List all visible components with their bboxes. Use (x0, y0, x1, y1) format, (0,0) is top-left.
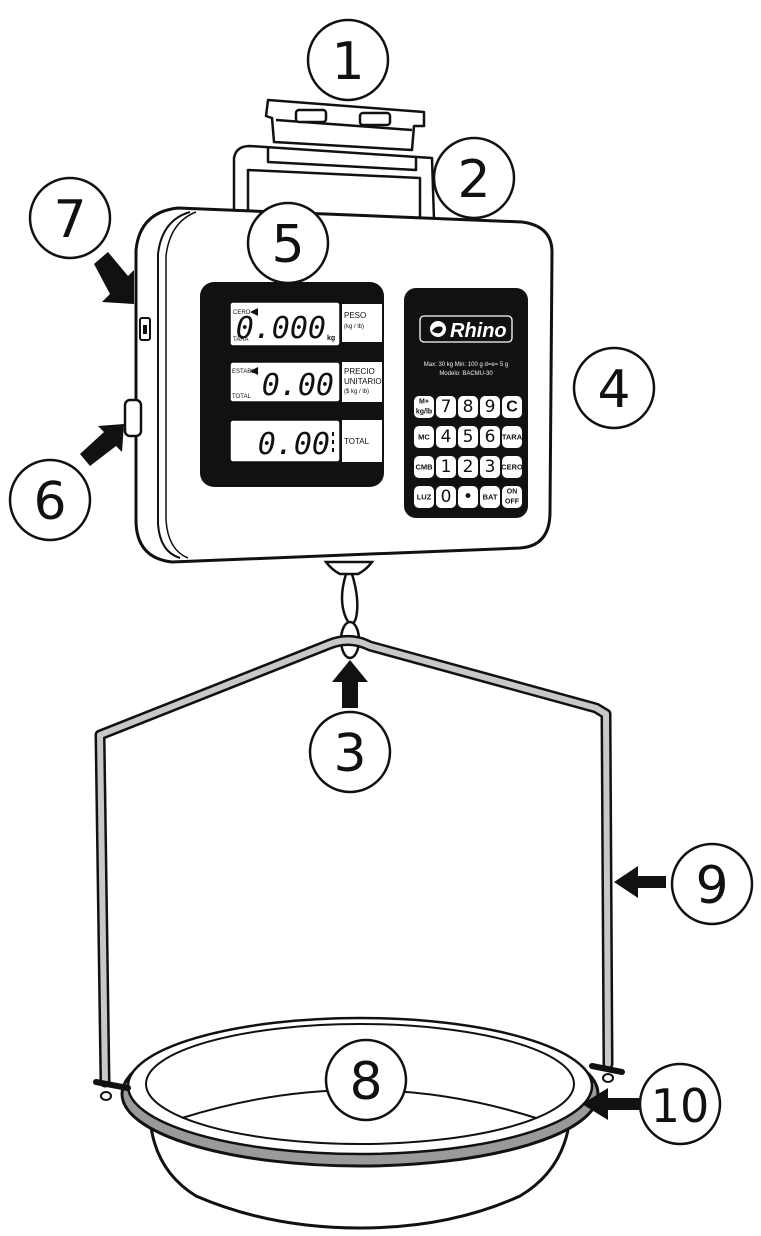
key-label-row1-2: 8 (463, 397, 474, 417)
key-label-row3-3: 3 (485, 457, 496, 477)
brand-name: Rhino (450, 320, 507, 342)
key-label-row3-0: CMB (415, 463, 433, 472)
arrow-7-icon (94, 252, 134, 304)
key-row3-4[interactable] (502, 456, 522, 478)
total-indicator: TOTAL (232, 394, 251, 400)
svg-text:9: 9 (695, 856, 728, 916)
indicator-arrow (250, 308, 258, 316)
tara-indicator: TARA (233, 337, 249, 343)
key-label-row2-4: TARA (502, 433, 523, 442)
key-label-row4-3: BAT (483, 493, 498, 502)
estable-indicator: ESTABLE (232, 369, 259, 375)
key-row3-1[interactable] (436, 456, 456, 478)
key-label-row3-1: 1 (441, 457, 452, 477)
key-row4-1[interactable] (436, 486, 456, 508)
weight-unit: kg (327, 335, 335, 342)
key-row2-3[interactable] (480, 426, 500, 448)
display-panel: CERO TARA 0.000 kg PESO (kg / lb) ESTABL… (200, 282, 384, 487)
svg-text:10: 10 (651, 1079, 710, 1133)
key-row2-1[interactable] (436, 426, 456, 448)
price-label-units: ($ kg / lb) (344, 389, 369, 395)
weight-label-units: (kg / lb) (344, 324, 364, 330)
hanger-rod (94, 635, 614, 1088)
key-label-row1-1: 7 (441, 397, 452, 417)
key-row4-0[interactable] (414, 486, 434, 508)
callout-5: 5 (246, 201, 330, 285)
callout-1: 1 (306, 18, 390, 102)
brand-badge (419, 315, 513, 343)
total-label: TOTAL (344, 437, 370, 446)
key-label-row1-0-1: kg/lb (416, 409, 432, 416)
callout-8: 8 (324, 1038, 408, 1122)
key-row1-3[interactable] (480, 396, 500, 418)
key-row1-1[interactable] (436, 396, 456, 418)
svg-text:8: 8 (349, 1052, 382, 1112)
key-row3-3[interactable] (480, 456, 500, 478)
keypad-panel: Rhino Max: 30 kg Min: 100 g d=e= 5 g Mod… (404, 288, 528, 518)
total-value: 0.00 (258, 427, 330, 462)
key-row4-4[interactable] (502, 486, 522, 508)
svg-text:7: 7 (53, 190, 86, 250)
svg-text:2: 2 (457, 150, 490, 210)
key-label-row4-2: • (463, 487, 473, 507)
key-row4-3[interactable] (480, 486, 500, 508)
svg-text:1: 1 (331, 32, 364, 92)
callout-9: 9 (670, 842, 754, 926)
price-label: PRECIO (344, 367, 375, 376)
key-label-row4-4-0: ON (507, 489, 518, 496)
key-row2-4[interactable] (502, 426, 522, 448)
callout-6: 6 (8, 458, 92, 542)
weight-label: PESO (344, 311, 366, 320)
key-row1-4[interactable] (502, 396, 522, 418)
key-label-row2-1: 4 (441, 427, 452, 447)
key-row3-0[interactable] (414, 456, 434, 478)
spec-line-1: Max: 30 kg Min: 100 g d=e= 5 g (424, 362, 508, 368)
key-label-row3-4: CERO (501, 463, 523, 472)
price-label-2: UNITARIO (344, 377, 382, 386)
key-row2-0[interactable] (414, 426, 434, 448)
callout-3: 3 (308, 710, 392, 794)
key-label-row2-0: MC (418, 433, 430, 442)
key-label-row1-0-0: M+ (419, 399, 429, 406)
key-label-row2-2: 5 (463, 427, 474, 447)
key-row4-2[interactable] (458, 486, 478, 508)
svg-text:6: 6 (33, 472, 66, 532)
svg-text:4: 4 (597, 360, 630, 420)
key-row3-2[interactable] (458, 456, 478, 478)
arrow-9-icon (614, 866, 666, 898)
key-label-row1-4: C (506, 399, 518, 416)
arrow-10-icon (582, 1088, 640, 1120)
key-label-row4-4-1: OFF (505, 499, 520, 506)
arrow-3-icon (332, 660, 368, 708)
hanger-hook (264, 98, 426, 152)
key-label-row1-3: 9 (485, 397, 496, 417)
callout-2: 2 (432, 136, 516, 220)
side-knob (123, 398, 143, 438)
callout-7: 7 (28, 176, 112, 260)
svg-text:3: 3 (333, 724, 366, 784)
hanger-bracket (232, 144, 436, 222)
key-label-row2-3: 6 (485, 427, 496, 447)
svg-text:5: 5 (271, 215, 304, 275)
key-label-row4-1: 0 (441, 487, 452, 507)
side-switch-dot (143, 325, 147, 334)
key-label-row3-2: 2 (463, 457, 474, 477)
callout-4: 4 (572, 346, 656, 430)
spec-line-2: Modelo: BACMU-30 (439, 371, 493, 377)
key-row1-2[interactable] (458, 396, 478, 418)
total-lcd (229, 419, 341, 463)
cero-indicator: CERO (233, 310, 251, 316)
price-value: 0.00 (262, 368, 334, 403)
key-label-row4-0: LUZ (417, 493, 432, 502)
key-row1-0[interactable] (414, 396, 434, 418)
key-row2-2[interactable] (458, 426, 478, 448)
weight-value: 0.000 (236, 311, 326, 346)
arrow-6-icon (80, 424, 124, 466)
callout-10: 10 (638, 1062, 722, 1146)
